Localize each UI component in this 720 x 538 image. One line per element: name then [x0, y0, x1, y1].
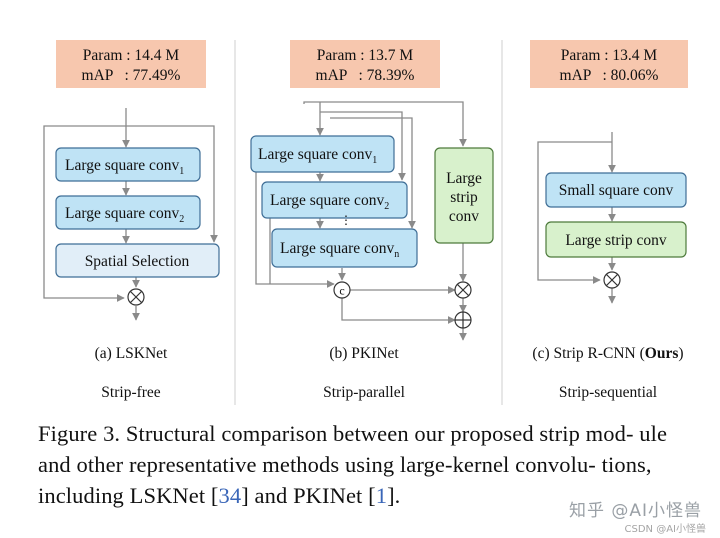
panel-lsknet: Param : 14.4 M mAP : 77.49% Large square… — [43, 40, 220, 401]
watermark-csdn: CSDN @AI小怪兽 — [624, 524, 706, 535]
multiply-icon — [454, 281, 472, 299]
map-text-b: mAP : 78.39% — [316, 67, 415, 84]
concat-icon: c — [333, 281, 351, 299]
caption-line1: Figure 3. Structural comparison between … — [38, 421, 634, 446]
lsk-large-square-conv2 — [55, 195, 201, 230]
param-box-c — [530, 40, 688, 88]
label-b: (b) PKINet — [329, 345, 399, 362]
multiply-icon — [603, 271, 621, 289]
caption-text: ] and PKINet [ — [241, 483, 376, 508]
citation-link-1[interactable]: 1 — [375, 483, 388, 508]
panel-pkinet: Param : 13.7 M mAP : 78.39% Large square… — [250, 40, 494, 401]
watermark-zhihu: 知乎 @AI小怪兽 — [568, 501, 702, 521]
label-a: (a) LSKNet — [95, 345, 168, 362]
multiply-icon — [127, 288, 145, 306]
map-text-c: mAP : 80.06% — [560, 67, 659, 84]
pki-dots: ⋮ — [340, 213, 352, 227]
param-box-a — [56, 40, 206, 88]
lsk-spatial-label: Spatial Selection — [85, 253, 190, 270]
pki-conv2-label: Large square conv2 — [270, 192, 389, 212]
pki-conv1-label: Large square conv1 — [258, 146, 377, 166]
map-text-a: mAP : 77.49% — [82, 67, 181, 84]
lsk-conv2-label: Large square conv2 — [65, 205, 184, 225]
pki-strip-line2: strip — [450, 189, 478, 206]
strip-large-label: Large strip conv — [565, 232, 667, 249]
citation-link-34[interactable]: 34 — [218, 483, 242, 508]
lsk-conv1-label: Large square conv1 — [65, 157, 184, 177]
style-c: Strip-sequential — [559, 384, 657, 401]
pki-large-square-conv2 — [261, 181, 408, 219]
param-text-b: Param : 13.7 M — [317, 47, 414, 64]
strip-small-square-conv — [545, 172, 687, 208]
lsk-spatial-selection — [55, 243, 220, 278]
svg-text:c: c — [339, 284, 344, 298]
caption-line2: ule and other representative methods usi… — [38, 421, 668, 477]
param-text-c: Param : 13.4 M — [561, 47, 658, 64]
caption-end: ]. — [387, 483, 401, 508]
style-a: Strip-free — [101, 384, 161, 401]
pki-convn-label: Large square convn — [280, 240, 399, 260]
pki-strip-line3: conv — [449, 208, 479, 225]
pki-large-square-convn — [271, 228, 418, 268]
strip-large-strip-conv — [545, 221, 687, 258]
pki-strip-line1: Large — [446, 170, 482, 187]
pki-large-square-conv1 — [250, 135, 395, 173]
lsk-large-square-conv1 — [55, 147, 201, 182]
panel-strip-rcnn: Param : 13.4 M mAP : 80.06% Small square… — [530, 40, 688, 401]
param-text-a: Param : 14.4 M — [83, 47, 180, 64]
caption-line3: tions, including LSKNet [ — [38, 452, 652, 508]
pki-large-strip-conv — [434, 147, 494, 244]
style-b: Strip-parallel — [323, 384, 405, 401]
figure-caption: Figure 3. Structural comparison between … — [38, 418, 698, 511]
strip-small-label: Small square conv — [559, 182, 674, 199]
label-c: (c) Strip R-CNN (Ours) — [532, 345, 683, 362]
add-icon — [454, 311, 472, 329]
param-box-b — [290, 40, 440, 88]
